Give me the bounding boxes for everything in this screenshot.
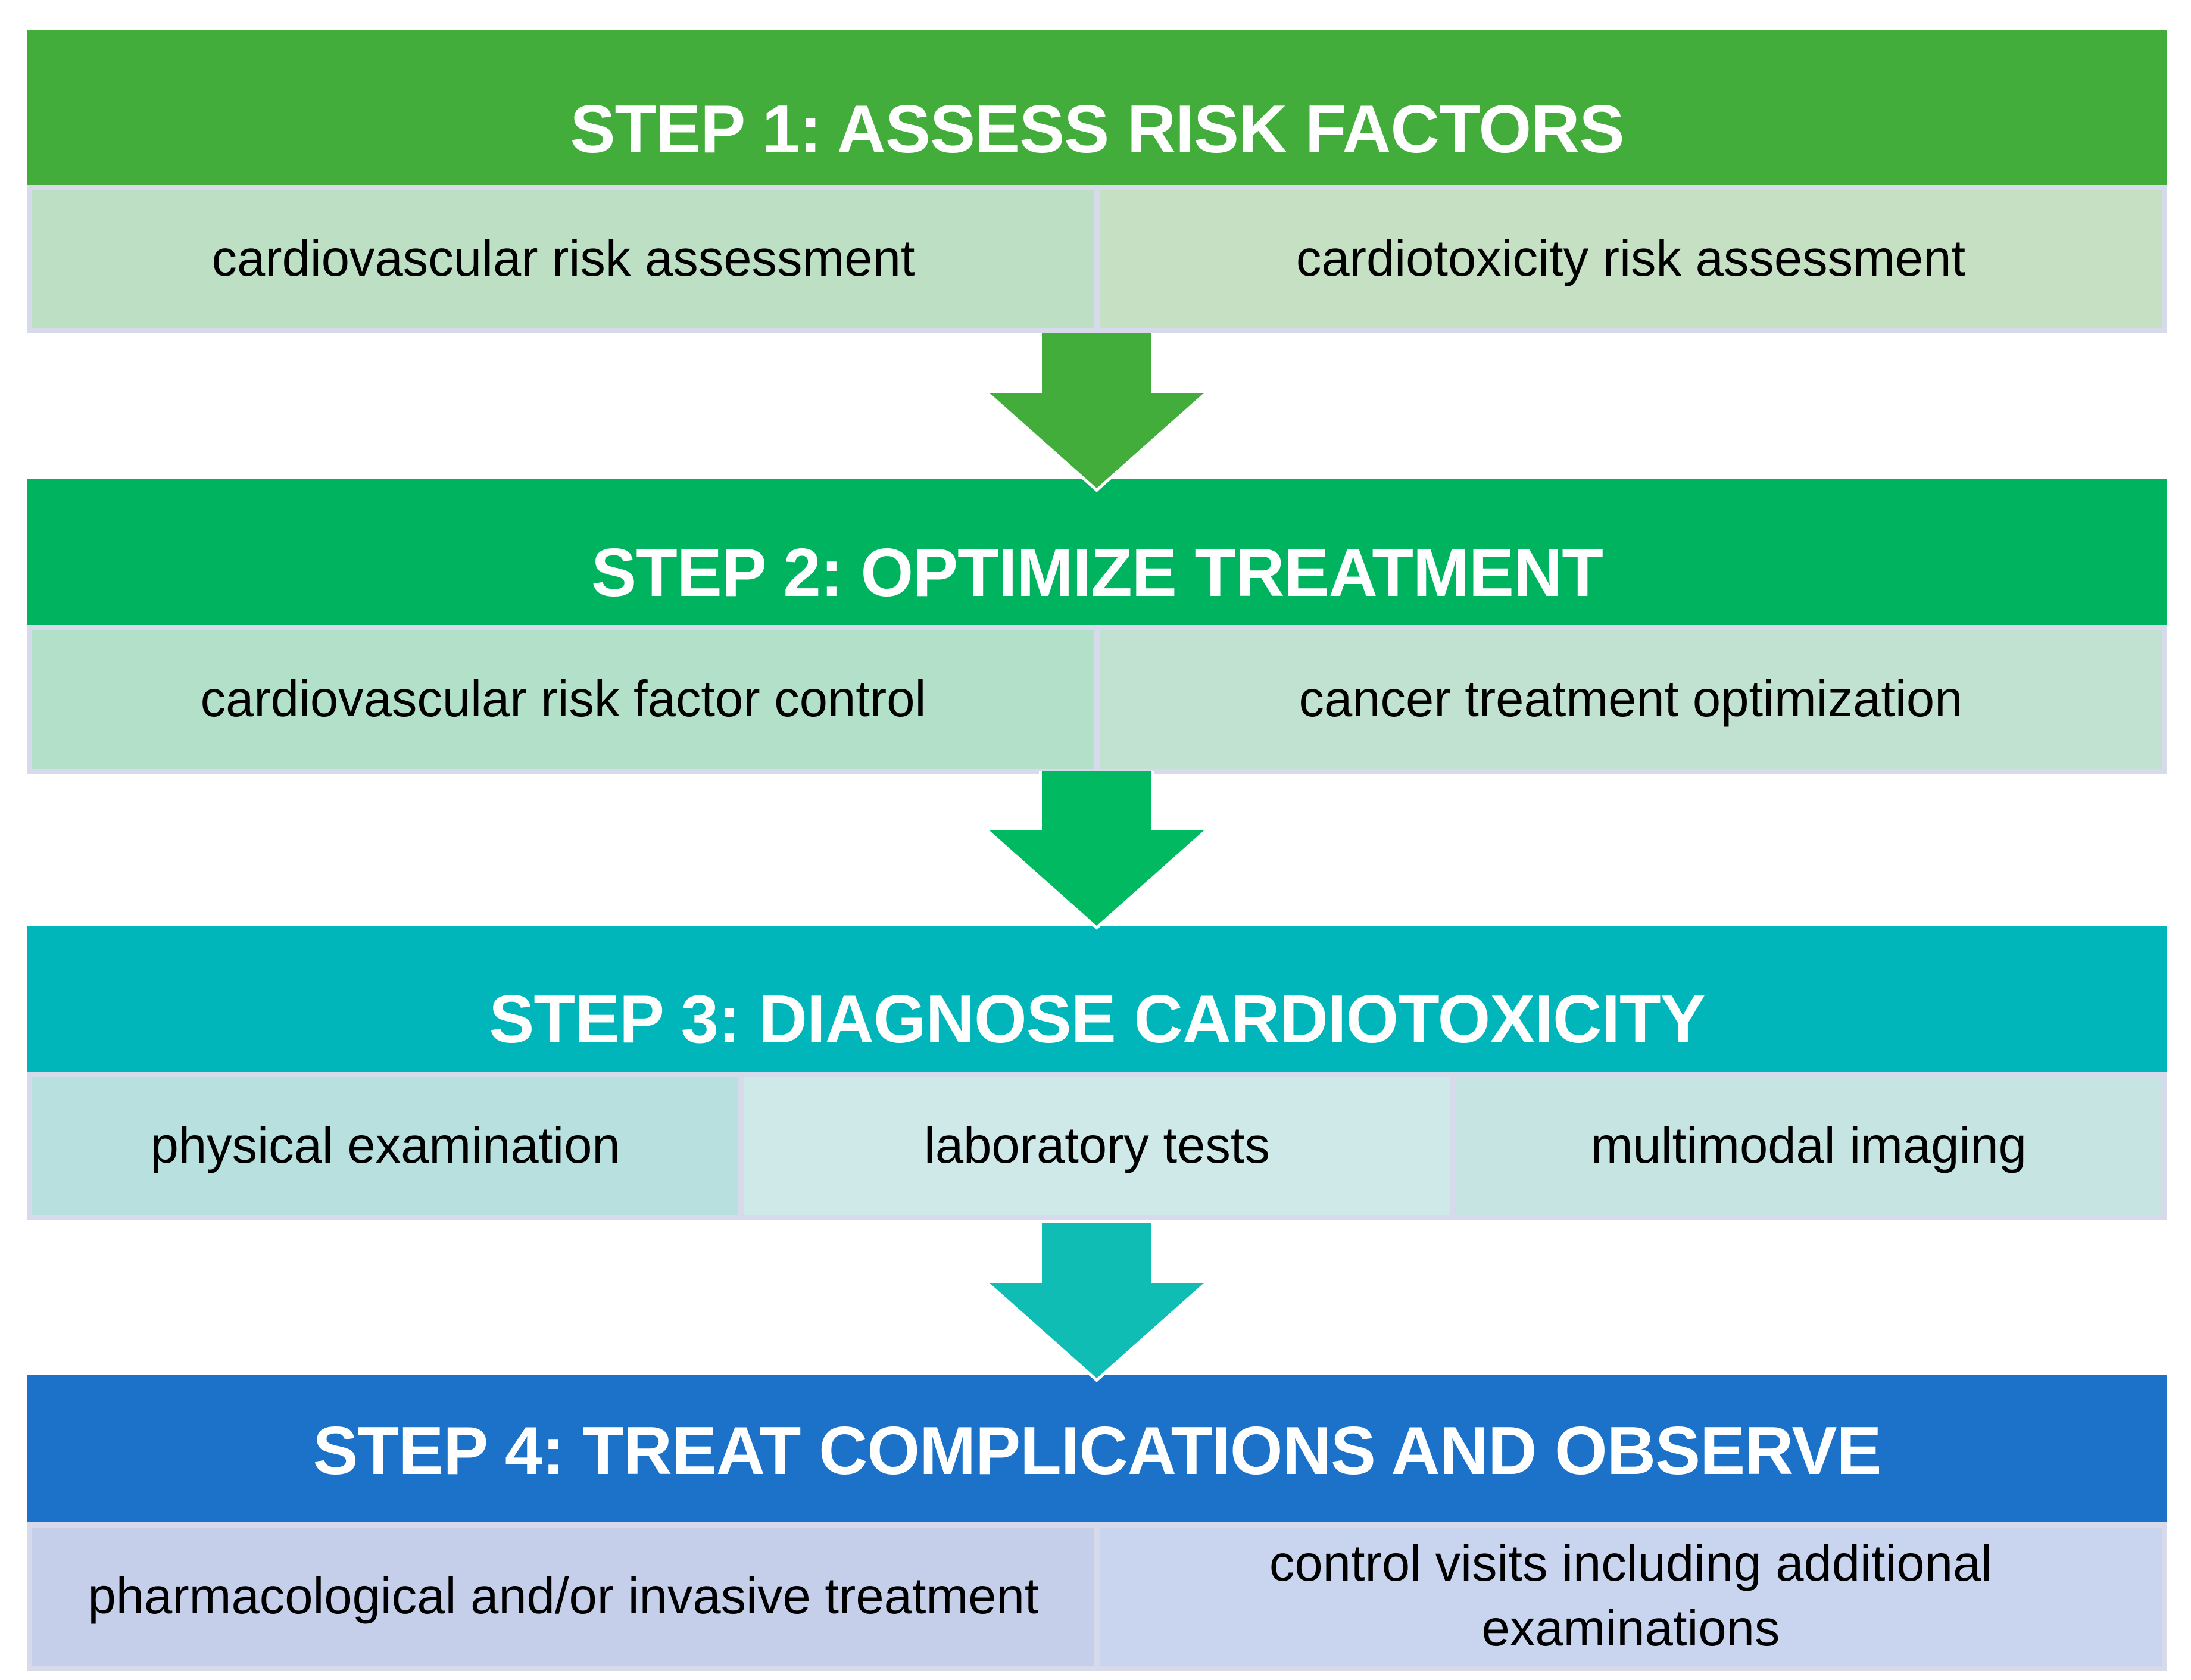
down-arrow-icon [990, 333, 1204, 492]
step4-header: STEP 4: TREAT COMPLICATIONS AND OBSERVE [27, 1375, 2167, 1522]
step4-row: pharmacological and/or invasive treatmen… [27, 1522, 2167, 1671]
step4-cell-control-visits: control visits including additional exam… [1100, 1528, 2162, 1666]
step3-header: STEP 3: DIAGNOSE CARDIOTOXICITY [27, 926, 2167, 1072]
down-arrow-icon [990, 1223, 1204, 1382]
step4-title: STEP 4: TREAT COMPLICATIONS AND OBSERVE [313, 1413, 1882, 1489]
step2-row: cardiovascular risk factor control cance… [27, 625, 2167, 774]
down-arrow-icon [990, 771, 1204, 930]
cell-label: control visits including additional exam… [1269, 1535, 1993, 1657]
cell-label: multimodal imaging [1590, 1117, 2027, 1174]
cell-label: laboratory tests [923, 1117, 1271, 1174]
step3-row: physical examination laboratory tests mu… [27, 1072, 2167, 1220]
step1-title: STEP 1: ASSESS RISK FACTORS [570, 91, 1624, 167]
step3-cell-laboratory-tests: laboratory tests [744, 1077, 1450, 1215]
cell-label: cardiovascular risk assessment [211, 230, 915, 287]
step1-header: STEP 1: ASSESS RISK FACTORS [27, 30, 2167, 185]
cell-label: physical examination [150, 1117, 620, 1174]
cell-label: pharmacological and/or invasive treatmen… [88, 1567, 1039, 1625]
cell-label: cardiovascular risk factor control [200, 670, 926, 727]
cell-label: cancer treatment optimization [1299, 670, 1963, 727]
step2-title: STEP 2: OPTIMIZE TREATMENT [591, 535, 1603, 611]
cell-label: cardiotoxicity risk assessment [1296, 230, 1966, 287]
step3-cell-multimodal-imaging: multimodal imaging [1455, 1077, 2162, 1215]
step3-cell-physical-examination: physical examination [32, 1077, 739, 1215]
step1-row: cardiovascular risk assessment cardiotox… [27, 185, 2167, 333]
step3-title: STEP 3: DIAGNOSE CARDIOTOXICITY [489, 982, 1705, 1057]
step2-header: STEP 2: OPTIMIZE TREATMENT [27, 479, 2167, 625]
step2-cell-risk-factor-control: cardiovascular risk factor control [32, 630, 1094, 769]
step1-cell-cardiovascular-risk: cardiovascular risk assessment [32, 190, 1094, 328]
step4-cell-treatment: pharmacological and/or invasive treatmen… [32, 1528, 1094, 1666]
step2-cell-treatment-optimization: cancer treatment optimization [1100, 630, 2162, 769]
step1-cell-cardiotoxicity-risk: cardiotoxicity risk assessment [1100, 190, 2162, 328]
